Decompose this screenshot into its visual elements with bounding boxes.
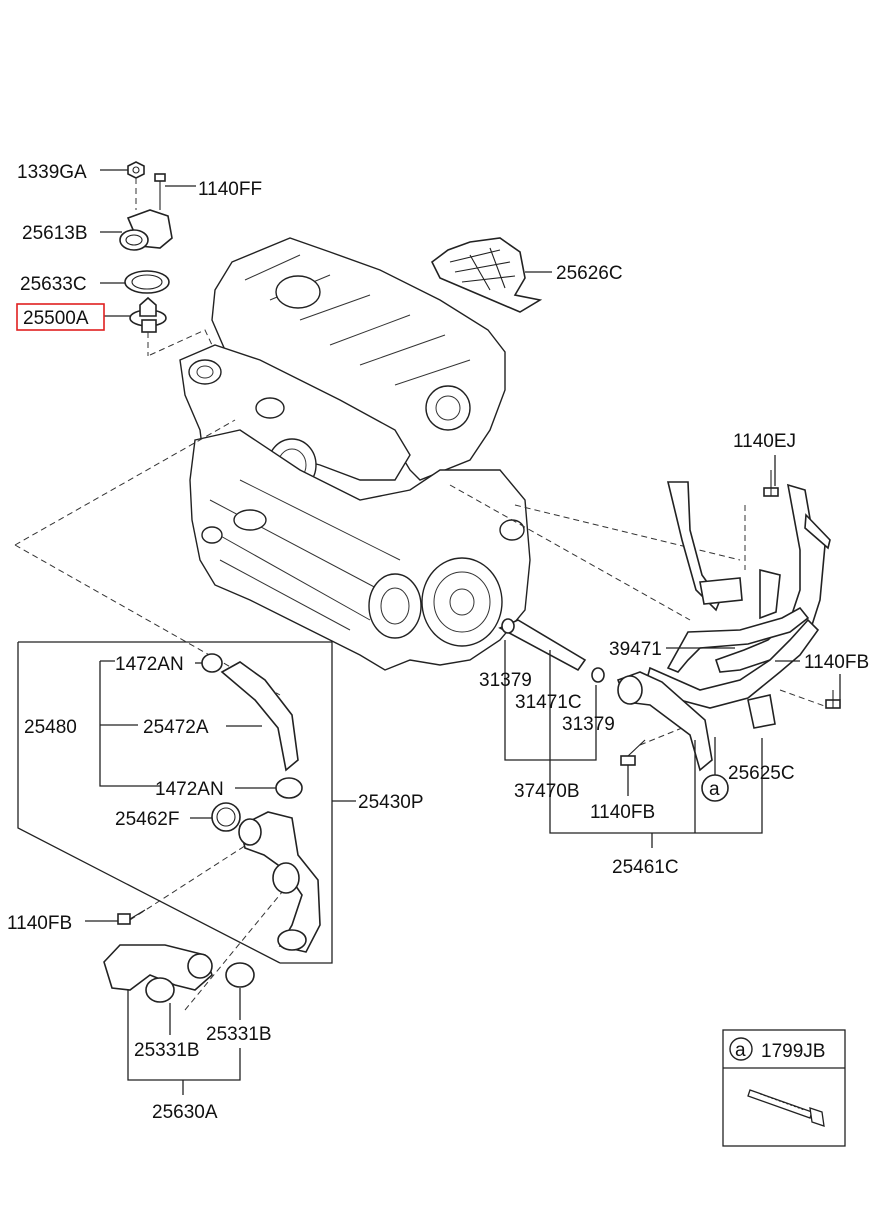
label-31471C: 31471C [515,692,582,713]
label-1140FB-right: 1140FB [804,652,869,673]
label-37470B: 37470B [514,781,580,802]
label-1140FF: 1140FF [198,179,262,200]
label-25331B-left: 25331B [134,1040,200,1061]
label-25480: 25480 [24,717,77,738]
label-25625C: 25625C [728,763,795,784]
label-1472AN-top: 1472AN [115,654,184,675]
legend-key-circle [729,1037,753,1061]
label-1339GA: 1339GA [17,162,87,183]
label-25461C: 25461C [612,857,679,878]
highlight-box-25500A [16,303,105,331]
shield-25626c [430,237,552,313]
water-pipe-assembly [498,455,841,848]
cable-tie-icon [747,1089,813,1119]
label-39471: 39471 [609,639,662,660]
label-25633C: 25633C [20,274,87,295]
engine-block-drawing [179,237,531,671]
label-1472AN-bottom: 1472AN [155,779,224,800]
ref-marker-a: a [709,779,720,800]
label-1140FB-mid: 1140FB [590,802,655,823]
hose-group [17,641,356,1095]
label-31379-b: 31379 [562,714,615,735]
label-25630A: 25630A [152,1102,218,1123]
legend-box: a 1799JB [722,1029,846,1147]
label-25626C: 25626C [556,263,623,284]
legend-part: 1799JB [761,1041,825,1062]
label-25613B: 25613B [22,223,88,244]
label-1140EJ: 1140EJ [733,431,796,452]
label-25430P: 25430P [358,792,424,813]
label-25462F: 25462F [115,809,179,830]
label-1140FB-left: 1140FB [7,913,72,934]
label-25500A: 25500A [23,308,89,329]
label-31379-a: 31379 [479,670,532,691]
thermostat-group [100,161,196,356]
part-labels: 1339GA 1140FF 25613B 25633C 25500A 25626… [7,162,869,1123]
label-25331B-right: 25331B [206,1024,272,1045]
legend-key: a [735,1040,746,1061]
label-25472A: 25472A [143,717,209,738]
